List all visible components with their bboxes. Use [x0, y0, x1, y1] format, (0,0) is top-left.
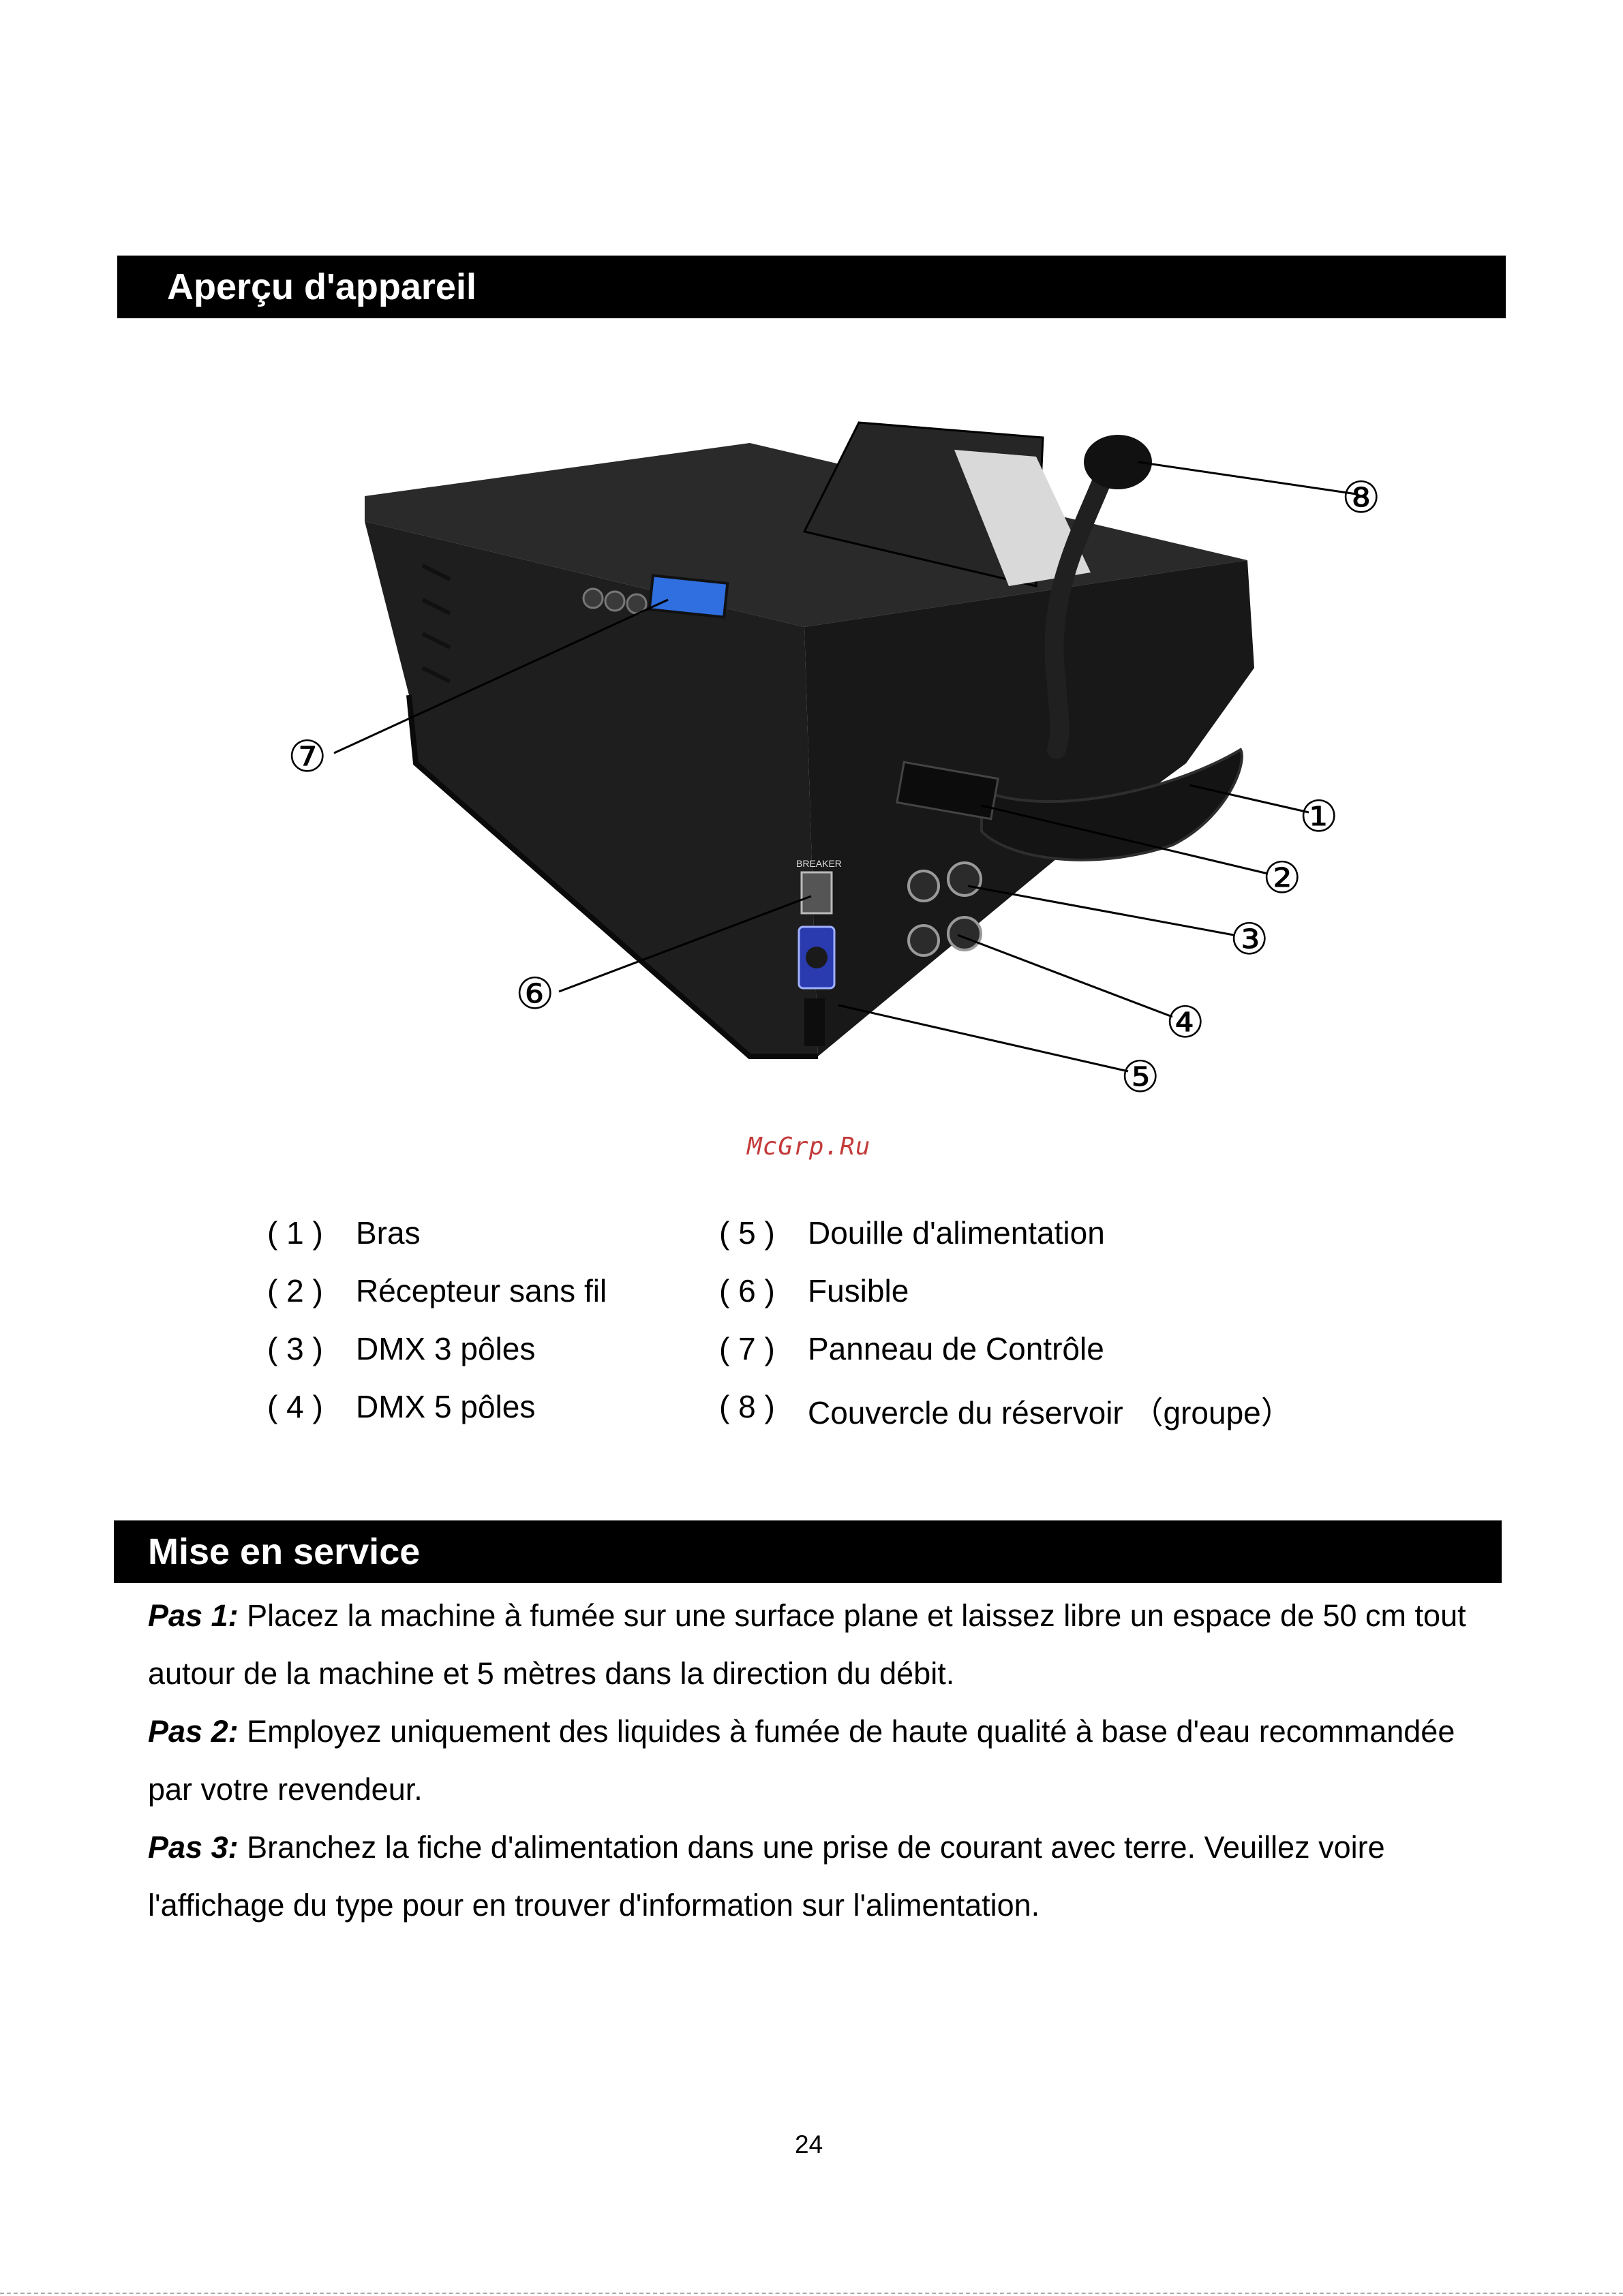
device-illustration: BREAKER ① ② ③ ④ ⑤ ⑥ ⑦ ⑧ — [288, 421, 1380, 1103]
legend-number: ( 4 ) — [267, 1389, 323, 1424]
step-text: Placez la machine à fumée sur une surfac… — [148, 1598, 1466, 1691]
legend-label: Douille d'alimentation — [808, 1215, 1105, 1251]
foot — [804, 998, 825, 1046]
step-paragraph: Pas 1: Placez la machine à fumée sur une… — [148, 1587, 1484, 1702]
step-label: Pas 2: — [148, 1714, 239, 1749]
legend-item: ( 6 ) Fusible — [719, 1272, 1333, 1313]
step-text: Branchez la fiche d'alimentation dans un… — [148, 1830, 1385, 1923]
legend-item: ( 4 ) DMX 5 pôles — [267, 1388, 690, 1429]
step-label: Pas 3: — [148, 1830, 239, 1865]
legend-label: DMX 3 pôles — [356, 1331, 536, 1366]
section-title-setup: Mise en service — [114, 1520, 1502, 1583]
legend-label: Bras — [356, 1215, 421, 1251]
setup-steps: Pas 1: Placez la machine à fumée sur une… — [148, 1587, 1484, 1934]
watermark: McGrp.Ru — [747, 1133, 871, 1161]
callout-4: ④ — [1166, 998, 1204, 1048]
tank-lid-highlight — [954, 450, 1091, 586]
dmx-3-pin-connector — [947, 861, 982, 897]
callout-2: ② — [1262, 853, 1301, 904]
legend-item: ( 8 ) Couvercle du réservoir （groupe） — [719, 1388, 1333, 1430]
legend-number: ( 2 ) — [267, 1273, 323, 1308]
step-paragraph: Pas 3: Branchez la fiche d'alimentation … — [148, 1818, 1484, 1934]
parts-legend: ( 1 ) Bras ( 2 ) Récepteur sans fil ( 3 … — [267, 1214, 1358, 1439]
callout-1: ① — [1299, 792, 1338, 842]
wireless-receiver — [896, 761, 999, 821]
legend-number: ( 6 ) — [719, 1273, 775, 1308]
footer-divider — [0, 2293, 1623, 2294]
handle — [980, 748, 1243, 861]
legend-item: ( 3 ) DMX 3 pôles — [267, 1330, 690, 1371]
fuse-breaker — [800, 871, 833, 915]
callout-5: ⑤ — [1121, 1052, 1159, 1103]
breaker-label: BREAKER — [796, 858, 842, 869]
callout-3: ③ — [1230, 915, 1269, 965]
legend-label: DMX 5 pôles — [356, 1389, 536, 1424]
legend-label: Fusible — [808, 1273, 909, 1308]
legend-item: ( 7 ) Panneau de Contrôle — [719, 1330, 1333, 1371]
step-label: Pas 1: — [148, 1598, 239, 1633]
device-left-side — [365, 521, 818, 1056]
control-panel-display — [648, 574, 729, 619]
legend-item: ( 1 ) Bras — [267, 1214, 690, 1255]
legend-item: ( 5 ) Douille d'alimentation — [719, 1214, 1333, 1255]
page-number: 24 — [795, 2130, 823, 2158]
legend-number: ( 7 ) — [719, 1331, 775, 1366]
step-text: Employez uniquement des liquides à fumée… — [148, 1714, 1455, 1807]
section-title-overview: Aperçu d'appareil — [117, 256, 1506, 318]
legend-number: ( 1 ) — [267, 1215, 323, 1251]
step-paragraph: Pas 2: Employez uniquement des liquides … — [148, 1702, 1484, 1818]
legend-label: Panneau de Contrôle — [808, 1331, 1104, 1366]
callout-8: ⑧ — [1341, 473, 1380, 523]
legend-label: Récepteur sans fil — [356, 1273, 607, 1308]
legend-label: Couvercle du réservoir （groupe） — [808, 1395, 1292, 1430]
legend-item: ( 2 ) Récepteur sans fil — [267, 1272, 690, 1313]
legend-number: ( 3 ) — [267, 1331, 323, 1366]
dmx-5-pin-connector — [947, 916, 982, 951]
arm-nozzle — [1084, 435, 1152, 489]
side-vents — [421, 564, 451, 684]
gooseneck-arm — [1044, 447, 1121, 759]
legend-number: ( 5 ) — [719, 1215, 775, 1251]
callout-6: ⑥ — [515, 969, 554, 1020]
callout-7: ⑦ — [288, 732, 327, 782]
legend-number: ( 8 ) — [719, 1389, 775, 1424]
